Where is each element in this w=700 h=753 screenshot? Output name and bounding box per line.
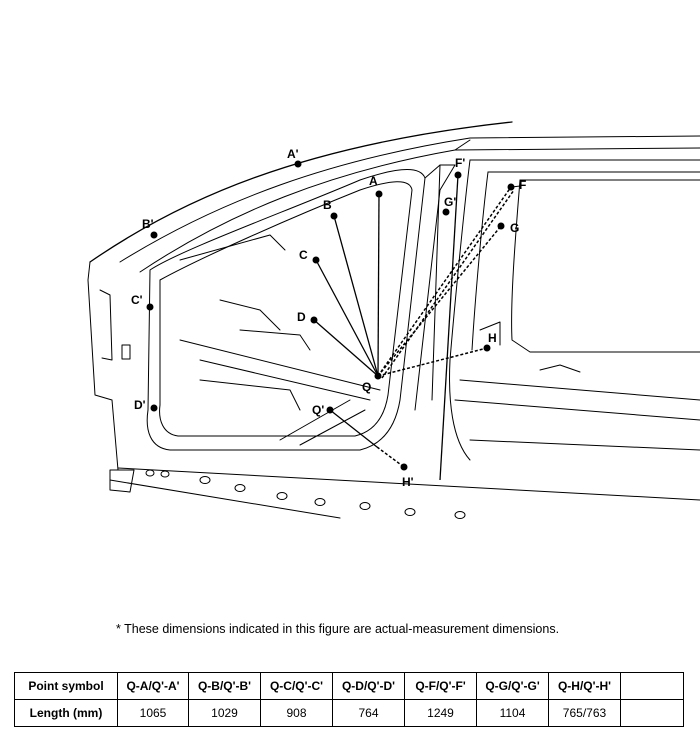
dimension-table: Point symbol Q-A/Q'-A' Q-B/Q'-B' Q-C/Q'-…: [14, 672, 684, 727]
point-c: [312, 256, 320, 264]
label-f: F: [519, 178, 526, 192]
table-cell: 765/763: [548, 699, 621, 727]
point-q: [374, 372, 382, 380]
table-header-cell: [620, 672, 684, 700]
point-labels: A A' B B' C C' D D' F F' G G' H H' Q Q': [131, 147, 526, 489]
table-cell: [620, 699, 684, 727]
point-d-prime: [150, 404, 158, 412]
body-outline-drawing: [87, 121, 700, 519]
table-header-cell: Q-C/Q'-C': [260, 672, 333, 700]
table-cell: Length (mm): [14, 699, 118, 727]
point-f: [507, 183, 515, 191]
label-f-prime: F': [455, 156, 465, 170]
table-header-cell: Q-H/Q'-H': [548, 672, 621, 700]
point-a-prime: [294, 160, 302, 168]
label-d-prime: D': [134, 398, 146, 412]
table-row: Point symbol Q-A/Q'-A' Q-B/Q'-B' Q-C/Q'-…: [14, 672, 684, 700]
label-d: D: [297, 310, 306, 324]
table-header-cell: Q-G/Q'-G': [476, 672, 549, 700]
label-b: B: [323, 198, 332, 212]
label-c: C: [299, 248, 308, 262]
point-d: [310, 316, 318, 324]
table-cell: 1104: [476, 699, 549, 727]
point-f-prime: [454, 171, 462, 179]
label-q: Q: [362, 380, 371, 394]
table-cell: 1065: [117, 699, 189, 727]
label-q-prime: Q': [312, 403, 324, 417]
point-c-prime: [146, 303, 154, 311]
point-b: [330, 212, 338, 220]
table-header-cell: Q-B/Q'-B': [188, 672, 261, 700]
table-header-cell: Q-F/Q'-F': [404, 672, 477, 700]
point-h-prime: [400, 463, 408, 471]
point-h: [483, 344, 491, 352]
point-g: [497, 222, 505, 230]
table-cell: 1249: [404, 699, 477, 727]
point-a: [375, 190, 383, 198]
body-side-dimension-diagram: A A' B B' C C' D D' F F' G G' H H' Q Q': [87, 121, 700, 519]
label-g: G: [510, 221, 519, 235]
point-g-prime: [442, 208, 450, 216]
table-header-cell: Q-A/Q'-A': [117, 672, 189, 700]
table-header-cell: Point symbol: [14, 672, 118, 700]
label-b-prime: B': [142, 217, 154, 231]
point-q-prime: [326, 406, 334, 414]
measurement-points: [146, 160, 515, 471]
label-g-prime: G': [444, 195, 456, 209]
table-cell: 764: [332, 699, 405, 727]
label-h-prime: H': [402, 475, 414, 489]
measurement-lines-solid: [313, 174, 459, 481]
measurement-note: * These dimensions indicated in this fig…: [116, 622, 560, 636]
point-b-prime: [150, 231, 158, 239]
table-row: Length (mm) 1065 1029 908 764 1249 1104 …: [14, 699, 684, 727]
measurement-lines-dashed: [376, 186, 515, 468]
label-a-prime: A': [287, 147, 299, 161]
table-cell: 1029: [188, 699, 261, 727]
label-a: A: [369, 174, 378, 188]
table-header-cell: Q-D/Q'-D': [332, 672, 405, 700]
table-cell: 908: [260, 699, 333, 727]
label-c-prime: C': [131, 293, 143, 307]
label-h: H: [488, 331, 497, 345]
